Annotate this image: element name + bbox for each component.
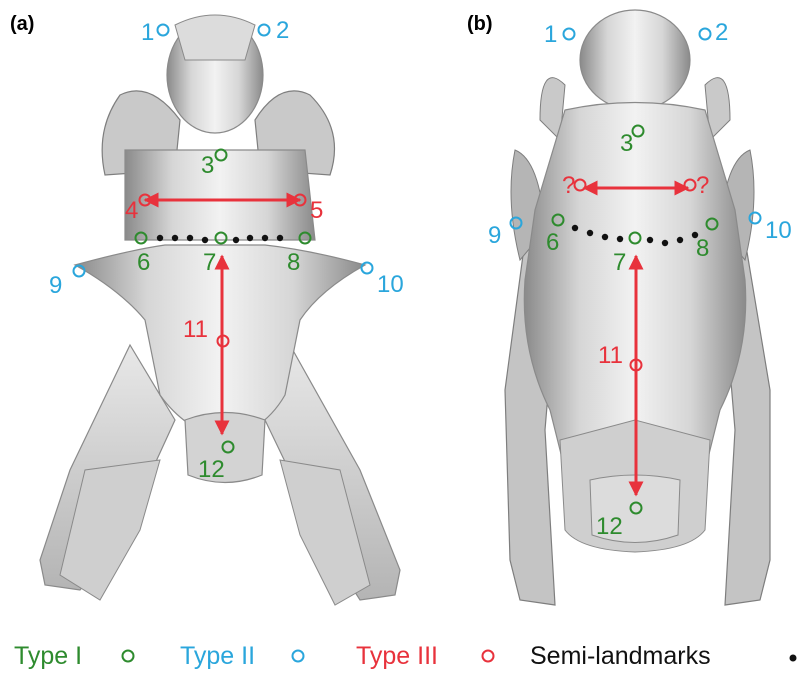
semi-landmark-dot: [262, 235, 268, 241]
landmark-label: 3: [620, 130, 633, 157]
landmark-label: 9: [49, 272, 62, 299]
panel-label-b: (b): [467, 13, 493, 35]
landmark-label: 6: [546, 229, 559, 256]
landmark-label: 9: [488, 222, 501, 249]
semi-landmark-dot: [187, 235, 193, 241]
legend-semi-dot: [790, 655, 797, 662]
legend-marker: [123, 651, 134, 662]
semi-landmark-dot: [202, 237, 208, 243]
landmark-marker: [362, 263, 373, 274]
landmark-label: 2: [715, 19, 728, 46]
landmark-label: 4: [125, 197, 138, 224]
landmark-label: 12: [596, 513, 623, 540]
legend: Type I Type II Type III Semi-landmarks: [14, 642, 797, 670]
semi-landmark-dot: [602, 234, 608, 240]
landmark-label: 8: [696, 235, 709, 262]
semi-landmark-dot: [662, 240, 668, 246]
landmark-label: 11: [183, 316, 208, 343]
landmark-marker: [700, 29, 711, 40]
semi-landmark-dot: [277, 235, 283, 241]
semi-landmark-dot: [233, 237, 239, 243]
landmark-label: 1: [544, 21, 557, 48]
landmark-label: 6: [137, 249, 150, 276]
panel-label-a: (a): [10, 13, 34, 35]
semi-landmark-dot: [587, 230, 593, 236]
landmark-marker: [564, 29, 575, 40]
landmark-marker: [158, 25, 169, 36]
semi-landmark-dot: [247, 235, 253, 241]
landmark-label: 10: [765, 217, 792, 244]
legend-marker: [483, 651, 494, 662]
landmark-marker: [259, 25, 270, 36]
landmark-label: 3: [201, 152, 214, 179]
landmark-label: 7: [203, 249, 216, 276]
legend-label: Type I: [14, 642, 82, 670]
landmark-label: 2: [276, 17, 289, 44]
landmark-label: ?: [562, 172, 575, 199]
landmark-label: 8: [287, 249, 300, 276]
landmark-label: 12: [198, 456, 225, 483]
landmark-label: 7: [613, 249, 626, 276]
landmark-label: 1: [141, 19, 154, 46]
semi-landmark-dot: [572, 225, 578, 231]
skull-a: [40, 15, 400, 605]
landmark-label: 11: [598, 342, 623, 369]
legend-label: Semi-landmarks: [530, 642, 711, 670]
legend-label: Type III: [356, 642, 438, 670]
semi-landmark-dot: [677, 237, 683, 243]
legend-marker: [293, 651, 304, 662]
landmark-label: 10: [377, 271, 404, 298]
semi-landmark-dot: [172, 235, 178, 241]
semi-landmark-dot: [617, 236, 623, 242]
landmark-label: ?: [696, 172, 709, 199]
semi-landmark-dot: [647, 237, 653, 243]
semi-landmark-dot: [157, 235, 163, 241]
legend-label: Type II: [180, 642, 255, 670]
landmark-label: 5: [310, 197, 323, 224]
